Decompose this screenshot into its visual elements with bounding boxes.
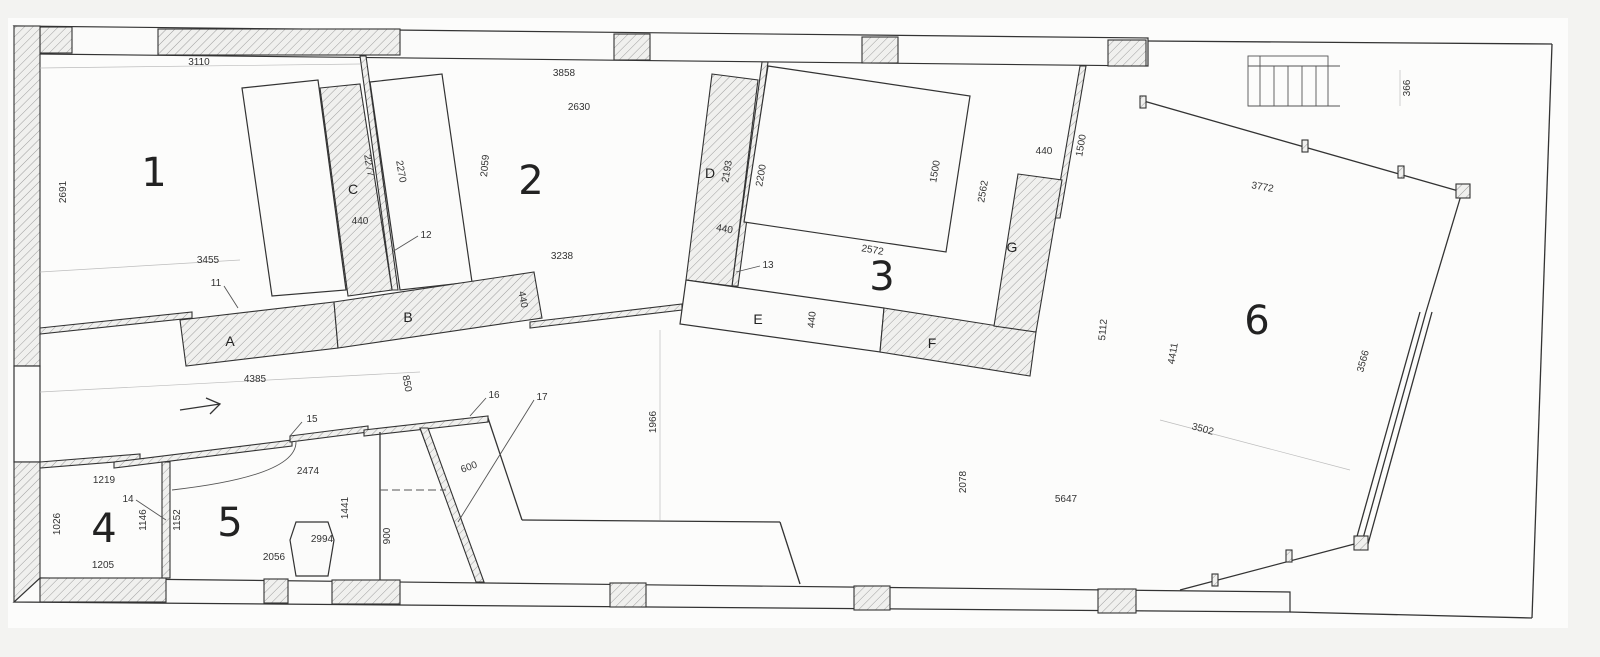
dimension-label: 1205: [92, 560, 115, 571]
stairs: [1247, 55, 1340, 107]
module-c-label: C: [348, 181, 358, 197]
callout-15: 15: [306, 414, 318, 425]
module-d-label: D: [705, 165, 715, 181]
room-3-label: 3: [869, 254, 894, 300]
dimension-lines: [39, 63, 1401, 520]
room-5-label: 5: [217, 500, 242, 546]
dimension-label: 2270: [393, 160, 408, 184]
room-2-label: 2: [518, 158, 543, 204]
dimension-label: 3772: [1251, 180, 1275, 195]
dimension-label: 440: [516, 290, 530, 309]
dimension-label: 1152: [172, 509, 183, 531]
modules: [179, 73, 1063, 377]
dimension-label: 2056: [263, 552, 286, 563]
dimension-label: 1219: [93, 475, 116, 486]
dimension-label: 3858: [553, 68, 576, 79]
dimension-label: 2994: [311, 534, 334, 545]
dimension-label: 4385: [244, 374, 267, 385]
dimension-label: 2059: [479, 154, 492, 178]
dimension-label: 850: [400, 374, 414, 393]
dimension-label: 1026: [52, 512, 63, 535]
callout-14: 14: [122, 494, 134, 505]
module-g: [993, 173, 1063, 333]
dimension-label: 2562: [976, 179, 991, 203]
callout-13: 13: [762, 260, 774, 271]
module-f: [879, 307, 1037, 377]
dimension-label: 1441: [340, 496, 351, 519]
callout-12: 12: [420, 230, 432, 241]
tables: [241, 65, 971, 577]
module-a-label: A: [225, 333, 235, 349]
room-6-label: 6: [1244, 298, 1269, 344]
exterior-walls: [12, 25, 1553, 619]
dimension-label: 3238: [551, 251, 574, 262]
dimension-label: 3110: [188, 57, 210, 68]
module-b: [333, 271, 543, 349]
callout-11: 11: [211, 278, 222, 289]
dimension-label: 1500: [928, 159, 943, 183]
room-4-label: 4: [91, 506, 116, 552]
module-f-label: F: [928, 335, 937, 351]
dimension-label: 4411: [1166, 342, 1181, 366]
dimension-label: 1146: [138, 509, 149, 531]
callout-16: 16: [488, 390, 500, 401]
dimension-label: 440: [806, 311, 818, 329]
dimension-label: 5112: [1097, 318, 1110, 341]
dimension-label: 1500: [1074, 133, 1089, 157]
dimension-label: 2193: [720, 159, 735, 183]
callout-17: 17: [536, 392, 548, 403]
module-g-label: G: [1007, 239, 1018, 255]
dimension-label: 366: [1402, 79, 1413, 96]
callout-leaders: [135, 235, 761, 523]
room-1-label: 1: [141, 150, 166, 196]
dimension-label: 2691: [58, 180, 69, 203]
dimension-label: 1966: [648, 410, 659, 433]
dimension-label: 900: [382, 527, 393, 544]
module-c: [319, 83, 393, 297]
dimension-label: 2474: [297, 466, 320, 477]
dimension-label: 5647: [1055, 494, 1078, 505]
dimension-label: 2572: [861, 243, 885, 258]
dimension-label: 2078: [958, 470, 969, 493]
dimension-label: 440: [352, 216, 369, 227]
dimension-label: 2630: [568, 102, 591, 113]
dimension-label: 440: [1036, 146, 1053, 157]
dimension-label: 440: [715, 223, 734, 237]
dimension-label: 3455: [197, 255, 220, 266]
module-b-label: B: [403, 309, 412, 325]
dimension-label: 2200: [754, 163, 769, 187]
entrance-arrow-icon: [179, 397, 222, 415]
room-5-outline: [171, 417, 801, 585]
module-e-label: E: [753, 311, 762, 327]
dimension-label: 2277: [361, 154, 376, 178]
room-6-glazing: [1139, 95, 1471, 591]
